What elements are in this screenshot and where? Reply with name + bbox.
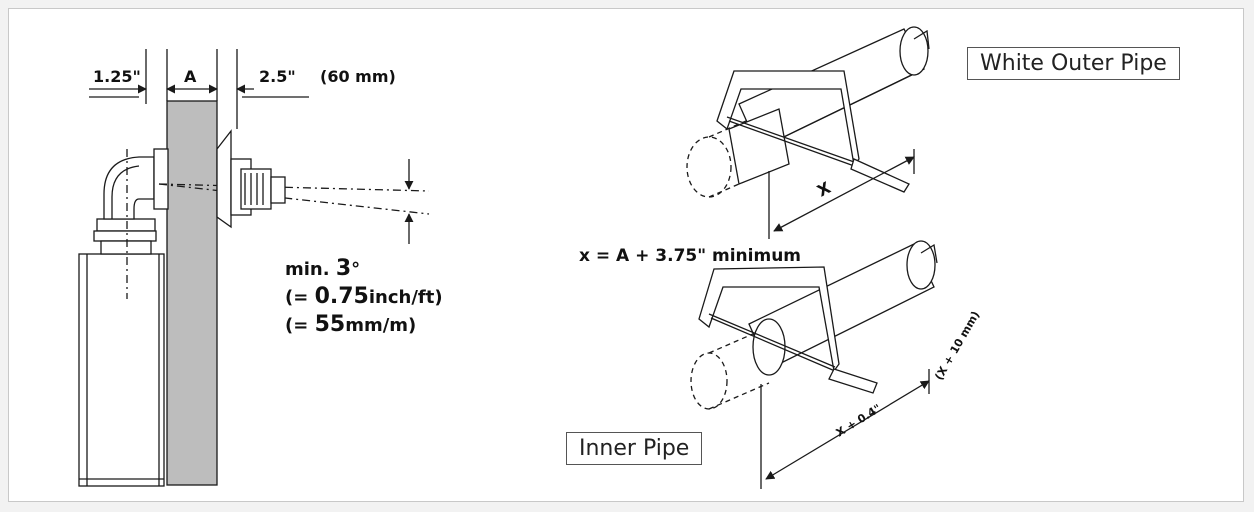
slope-line-1: min. 3°: [285, 256, 360, 281]
inner-pipe-cut-diagram: [690, 240, 938, 489]
formula: x = A + 3.75" minimum: [579, 246, 801, 266]
inner-cut-dim: X + 0.4": [834, 402, 884, 440]
dim-wall-left: 1.25": [93, 67, 141, 86]
dim-right-mm: (60 mm): [320, 67, 396, 86]
slope-line-3: (= 55mm/m): [285, 312, 416, 337]
wall: [166, 100, 218, 486]
boiler-casing: [78, 253, 165, 487]
outer-pipe-label: White Outer Pipe: [967, 47, 1180, 80]
outer-cut-dim: X: [814, 178, 834, 201]
dim-wall: A: [184, 67, 197, 86]
inner-cut-dim-mm: (X + 10 mm): [932, 309, 982, 383]
slope-line-2: (= 0.75inch/ft): [285, 284, 443, 309]
outer-pipe-cut-diagram: [686, 26, 930, 239]
dim-right: 2.5": [259, 67, 296, 86]
inner-pipe-label: Inner Pipe: [566, 432, 703, 465]
wall-section-diagram: [78, 49, 430, 487]
installation-diagram: 1.25" A 2.5" (60 mm) min. 3° (= 0.75inch…: [78, 26, 982, 489]
figure-frame: 1.25" A 2.5" (60 mm) min. 3° (= 0.75inch…: [8, 8, 1244, 502]
